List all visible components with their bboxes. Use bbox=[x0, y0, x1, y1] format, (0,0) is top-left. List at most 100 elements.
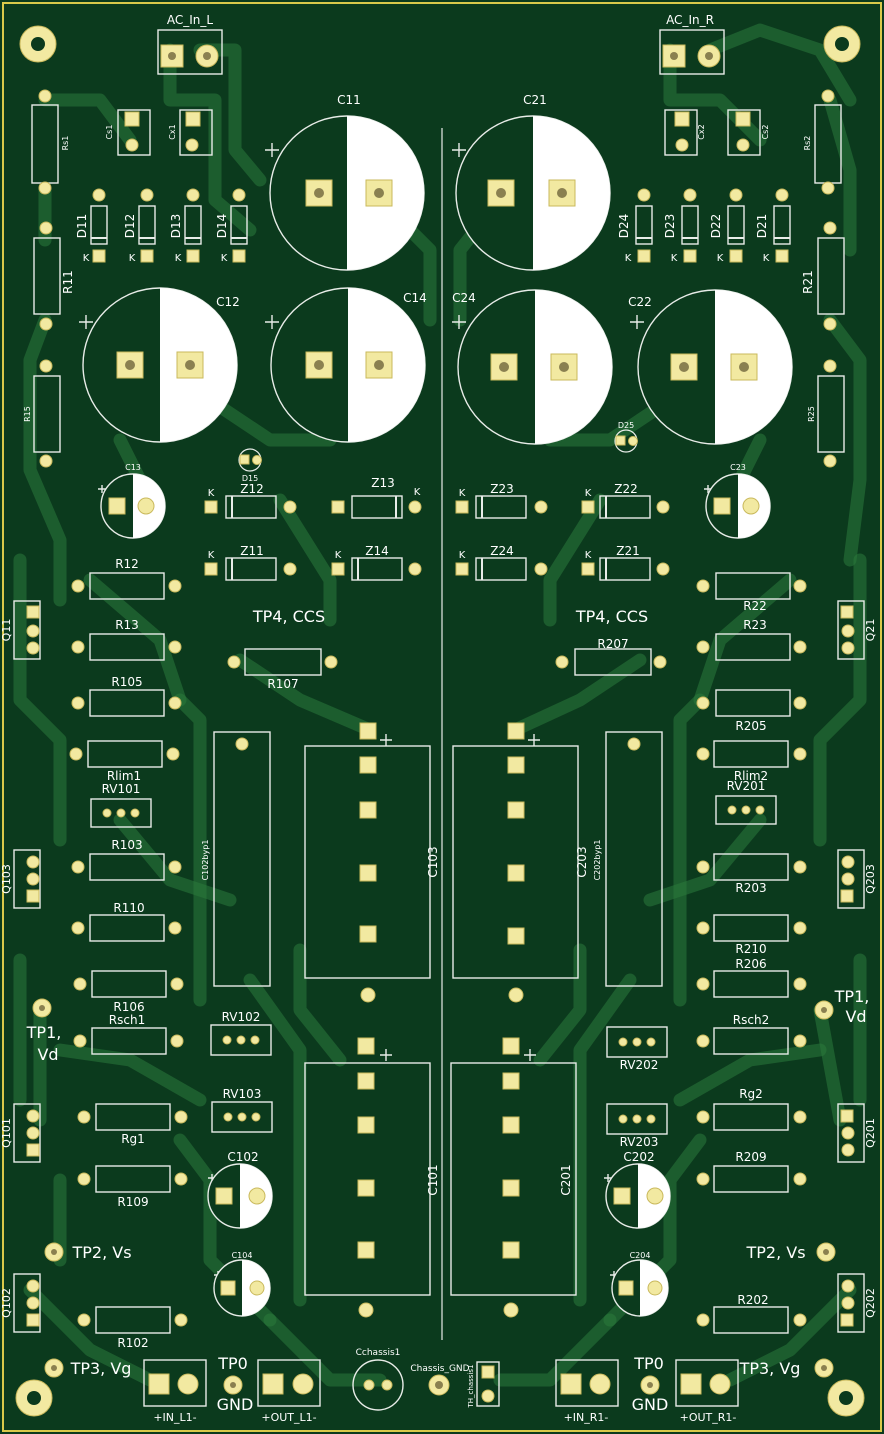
label-rlim1: Rlim1 bbox=[107, 769, 141, 783]
label-rsch2: Rsch2 bbox=[733, 1013, 769, 1027]
label-k-d13: K bbox=[175, 253, 182, 264]
label-tp4-right: TP4, CCS bbox=[575, 607, 648, 626]
cap-small-group bbox=[100, 473, 771, 1317]
label-k-z12: K bbox=[208, 488, 215, 499]
label-d22: D22 bbox=[709, 214, 723, 239]
label-chassis-gnd: Chassis_GND bbox=[410, 1364, 469, 1374]
label-d24: D24 bbox=[617, 214, 631, 239]
label-rlim2: Rlim2 bbox=[734, 769, 768, 783]
label-d21: D21 bbox=[755, 214, 769, 239]
label-r11: R11 bbox=[61, 270, 75, 294]
label-r105: R105 bbox=[111, 675, 142, 689]
cap-c12 bbox=[82, 287, 238, 443]
label-c202: C202 bbox=[623, 1150, 654, 1164]
label-tp3-right: TP3, Vg bbox=[739, 1359, 801, 1378]
io-connectors bbox=[143, 1359, 739, 1411]
vertical-resistors bbox=[33, 221, 845, 468]
zener-diodes bbox=[204, 495, 670, 581]
label-tp1-right-b: Vd bbox=[845, 1007, 866, 1026]
label-tp3-left: TP3, Vg bbox=[70, 1359, 132, 1378]
test-points bbox=[32, 998, 836, 1396]
label-tp0-right-b: GND bbox=[632, 1395, 669, 1414]
label-tp1-left-a: TP1, bbox=[26, 1023, 62, 1042]
label-rv201: RV201 bbox=[727, 779, 766, 793]
mounting-holes bbox=[15, 25, 865, 1417]
cap-c14 bbox=[270, 287, 426, 443]
label-q102: Q102 bbox=[0, 1288, 13, 1318]
label-tp0-left-a: TP0 bbox=[217, 1354, 248, 1373]
label-z11: Z11 bbox=[240, 544, 264, 558]
horizontal-resistors bbox=[69, 572, 807, 1334]
label-c201: C201 bbox=[559, 1164, 573, 1195]
label-r205: R205 bbox=[735, 719, 766, 733]
label-d12: D12 bbox=[123, 214, 137, 239]
label-tp0-right-a: TP0 bbox=[633, 1354, 664, 1373]
ac-in-right-connector bbox=[659, 29, 725, 75]
label-c13: C13 bbox=[125, 463, 141, 472]
cap-c21 bbox=[455, 115, 611, 271]
leds bbox=[238, 429, 638, 472]
label-cs1: Cs1 bbox=[105, 125, 114, 140]
transistors bbox=[13, 600, 865, 1333]
label-k-d21: K bbox=[763, 253, 770, 264]
label-q201: Q201 bbox=[864, 1118, 877, 1148]
label-rv103: RV103 bbox=[223, 1087, 262, 1101]
label-r23: R23 bbox=[743, 618, 767, 632]
label-c24: C24 bbox=[452, 291, 476, 305]
label-c203: C203 bbox=[575, 846, 589, 877]
label-c202byp1: C202byp1 bbox=[593, 840, 602, 881]
label-z14: Z14 bbox=[365, 544, 389, 558]
label-c102: C102 bbox=[227, 1150, 258, 1164]
label-d13: D13 bbox=[169, 214, 183, 239]
label-r103: R103 bbox=[111, 838, 142, 852]
label-r102: R102 bbox=[117, 1336, 148, 1350]
label-r15: R15 bbox=[23, 406, 32, 422]
snubber-parts bbox=[31, 89, 842, 195]
label-r107: R107 bbox=[267, 677, 298, 691]
label-z12: Z12 bbox=[240, 482, 264, 496]
label-k-d11: K bbox=[83, 253, 90, 264]
label-q11: Q11 bbox=[0, 619, 13, 642]
label-ac-in-l: AC_In_L bbox=[167, 13, 214, 27]
label-r209: R209 bbox=[735, 1150, 766, 1164]
label-r206: R206 bbox=[735, 957, 766, 971]
label-rs1: Rs1 bbox=[61, 136, 70, 151]
label-rv101: RV101 bbox=[102, 782, 141, 796]
label-z13: Z13 bbox=[371, 476, 395, 490]
label-k-z23: K bbox=[459, 488, 466, 499]
label-r210: R210 bbox=[735, 942, 766, 956]
label-d25: D25 bbox=[618, 421, 634, 430]
label-k-z14: K bbox=[335, 550, 342, 561]
label-c104: C104 bbox=[232, 1251, 253, 1260]
label-r203: R203 bbox=[735, 881, 766, 895]
bypass-caps bbox=[213, 731, 663, 987]
label-q202: Q202 bbox=[864, 1288, 877, 1318]
label-in-r1: +IN_R1- bbox=[564, 1411, 609, 1424]
bridge-diodes bbox=[90, 188, 791, 263]
label-tp0-left-b: GND bbox=[217, 1395, 254, 1414]
label-c204: C204 bbox=[630, 1251, 651, 1260]
label-th-chassis1: TH_chassis1 bbox=[467, 1365, 475, 1409]
silkscreen-labels: AC_In_L AC_In_R C11 C21 C12 C14 C24 C22 … bbox=[0, 13, 877, 1424]
label-d14: D14 bbox=[215, 214, 229, 239]
label-c14: C14 bbox=[403, 291, 427, 305]
label-k-z24: K bbox=[459, 550, 466, 561]
label-k-d12: K bbox=[129, 253, 136, 264]
label-k-d23: K bbox=[671, 253, 678, 264]
label-rs2: Rs2 bbox=[803, 136, 812, 151]
label-c23: C23 bbox=[730, 463, 746, 472]
label-d15: D15 bbox=[242, 474, 258, 483]
label-q21: Q21 bbox=[864, 619, 877, 642]
label-rv202: RV202 bbox=[620, 1058, 659, 1072]
label-cs2: Cs2 bbox=[761, 125, 770, 140]
label-out-r1: +OUT_R1- bbox=[680, 1411, 737, 1424]
label-rg2: Rg2 bbox=[739, 1087, 763, 1101]
label-k-z21: K bbox=[585, 550, 592, 561]
label-k-z13: K bbox=[414, 487, 421, 498]
label-tp4-left: TP4, CCS bbox=[252, 607, 325, 626]
label-k-d22: K bbox=[717, 253, 724, 264]
label-r106: R106 bbox=[113, 1000, 144, 1014]
film-caps bbox=[304, 722, 579, 1318]
